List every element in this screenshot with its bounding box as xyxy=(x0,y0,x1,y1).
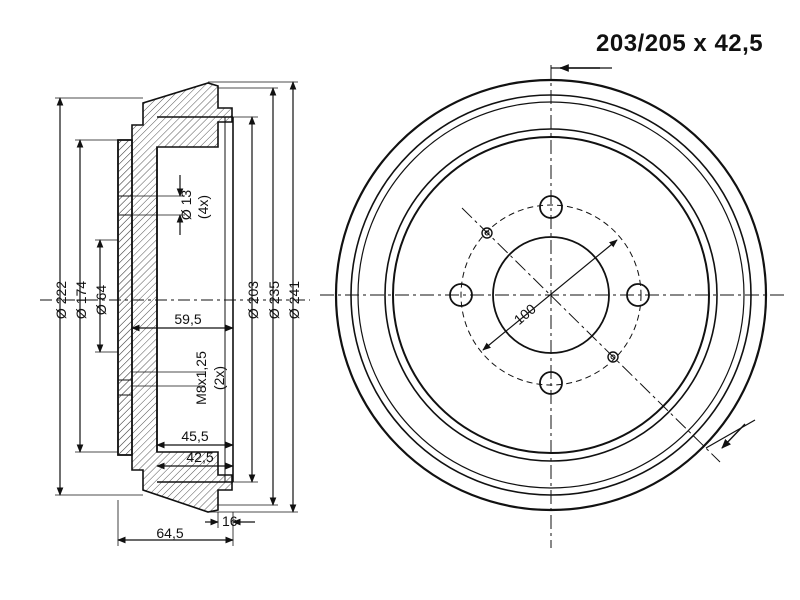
label-thread: M8x1,25 xyxy=(193,351,209,405)
label-dia-13-count: (4x) xyxy=(195,195,211,219)
thread-hole-lower-right xyxy=(607,351,619,363)
drum-cross-section xyxy=(117,82,233,513)
drum-size-title: 203/205 x 42,5 xyxy=(596,30,764,57)
label-16: 16 xyxy=(222,513,238,529)
label-thread-count: (2x) xyxy=(211,366,227,390)
hub-flange xyxy=(117,139,133,456)
front-view xyxy=(320,64,785,548)
label-dia-13: Ø 13 xyxy=(178,190,194,221)
label-dia-222: Ø 222 xyxy=(53,281,69,319)
label-dia-203: Ø 203 xyxy=(245,281,261,319)
section-labels: Ø 222 Ø 174 Ø 64 Ø 13 (4x) Ø 203 Ø 235 Ø… xyxy=(53,190,302,541)
section-view xyxy=(40,82,310,513)
label-dia-241: Ø 241 xyxy=(286,281,302,319)
label-42-5: 42,5 xyxy=(186,449,213,465)
horizontal-dimensions xyxy=(117,324,255,546)
pcd-dimension-line xyxy=(482,239,618,351)
label-dia-64: Ø 64 xyxy=(93,285,109,316)
label-59-5: 59,5 xyxy=(174,311,201,327)
label-64-5: 64,5 xyxy=(156,525,183,541)
thread-hole-upper-left xyxy=(481,227,493,239)
label-dia-174: Ø 174 xyxy=(73,281,89,319)
label-45-5: 45,5 xyxy=(181,428,208,444)
label-dia-235: Ø 235 xyxy=(266,281,282,319)
vertical-dimensions xyxy=(55,81,298,513)
